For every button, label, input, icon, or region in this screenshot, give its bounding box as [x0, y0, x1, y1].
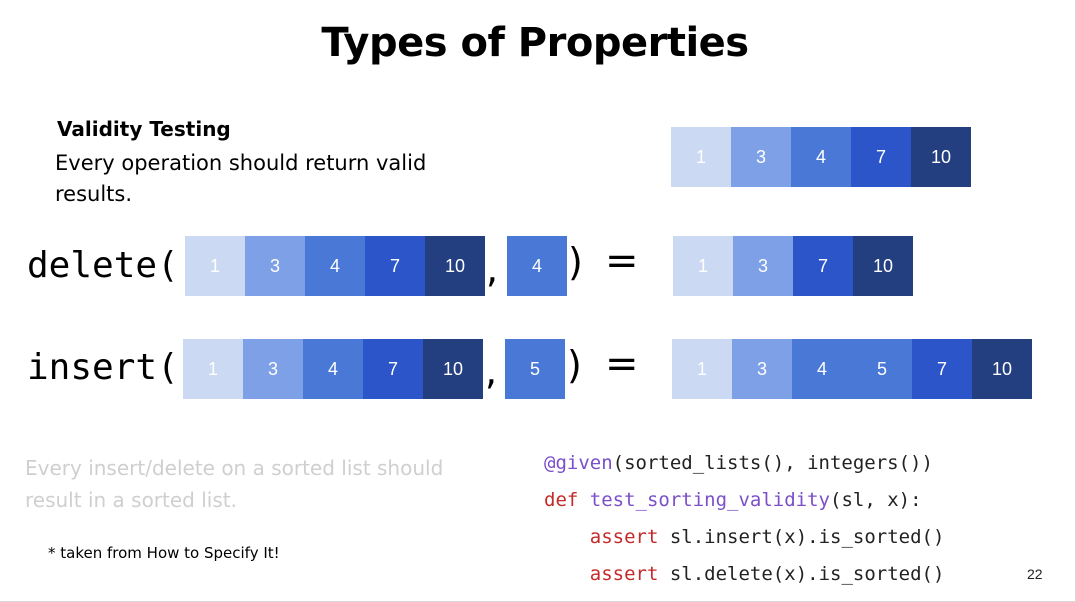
list-cell: 10: [972, 339, 1032, 399]
code-def-keyword: def: [544, 489, 579, 511]
code-assert-keyword-2: assert: [589, 563, 659, 585]
list-cell: 7: [851, 127, 911, 187]
list-cell: 7: [365, 236, 425, 296]
list-cell: 1: [671, 127, 731, 187]
list-cell: 10: [911, 127, 971, 187]
code-line2-rest: (sl, x):: [830, 489, 922, 511]
list-cell: 10: [425, 236, 485, 296]
list-cell: 1: [183, 339, 243, 399]
list-cell: 4: [303, 339, 363, 399]
list-cell: 4: [792, 339, 852, 399]
list-cell: 5: [852, 339, 912, 399]
delete-function-label: delete(: [27, 245, 179, 286]
delete-close-paren: ): [568, 240, 583, 284]
code-line3-rest: sl.insert(x).is_sorted(): [669, 526, 945, 548]
list-cell: 4: [305, 236, 365, 296]
delete-comma: ,: [486, 247, 499, 291]
list-cell: 7: [912, 339, 972, 399]
list-cell: 10: [853, 236, 913, 296]
list-cell: 1: [185, 236, 245, 296]
section-heading: Validity Testing: [57, 117, 231, 141]
code-function-name: test_sorting_validity: [589, 489, 830, 511]
insert-equals: =: [605, 341, 639, 387]
section-description: Every operation should return valid resu…: [55, 151, 427, 206]
list-cell: 10: [423, 339, 483, 399]
delete-argument: 4: [507, 236, 567, 296]
code-block: @given(sorted_lists(), integers()) def t…: [544, 445, 944, 593]
list-cell: 7: [793, 236, 853, 296]
list-cell: 4: [791, 127, 851, 187]
list-cell: 3: [733, 236, 793, 296]
list-cell: 1: [673, 236, 733, 296]
sorted-invariant-note: Every insert/delete on a sorted list sho…: [25, 456, 444, 512]
list-cell: 3: [731, 127, 791, 187]
list-cell: 3: [732, 339, 792, 399]
page-number: 22: [1027, 566, 1043, 582]
insert-argument: 5: [505, 339, 565, 399]
slide-title: Types of Properties: [321, 20, 749, 66]
footnote: * taken from How to Specify It!: [48, 544, 280, 562]
list-cell: 7: [363, 339, 423, 399]
code-line1-rest: (sorted_lists(), integers()): [612, 452, 933, 474]
list-cell: 3: [243, 339, 303, 399]
insert-function-label: insert(: [27, 347, 179, 388]
delete-equals: =: [605, 238, 639, 284]
insert-close-paren: ): [567, 343, 582, 387]
code-line4-rest: sl.delete(x).is_sorted(): [669, 563, 945, 585]
code-decorator: @given: [544, 452, 613, 474]
insert-comma: ,: [485, 349, 498, 393]
code-assert-keyword-1: assert: [589, 526, 659, 548]
list-cell: 1: [672, 339, 732, 399]
list-cell: 3: [245, 236, 305, 296]
